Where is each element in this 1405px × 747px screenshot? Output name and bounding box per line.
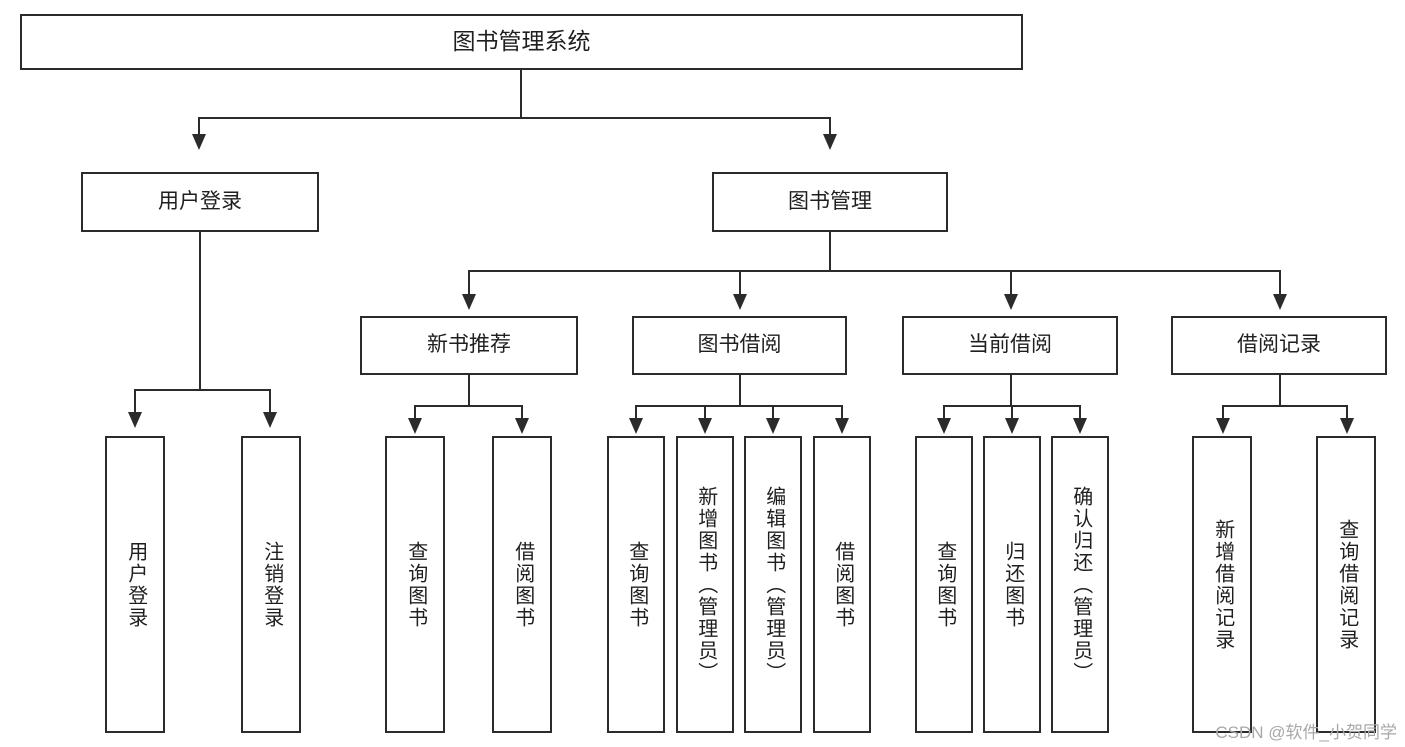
node-new-book-rec[interactable]: 新书推荐 — [360, 316, 578, 375]
node-book-borrow[interactable]: 图书借阅 — [632, 316, 847, 375]
leaf-borrowrecord-query[interactable]: 查询借阅记录 — [1316, 436, 1376, 733]
node-label: 用户登录 — [124, 540, 147, 629]
node-user-login[interactable]: 用户登录 — [81, 172, 319, 232]
connector-to-leaf-user-login — [134, 389, 136, 417]
connector-br-bus — [1222, 405, 1348, 407]
node-current-borrow[interactable]: 当前借阅 — [902, 316, 1118, 375]
leaf-user-login[interactable]: 用户登录 — [105, 436, 165, 733]
connector-nbr-stem — [468, 375, 470, 406]
connector-br-stem — [1279, 375, 1281, 406]
node-label: 新书推荐 — [427, 333, 511, 357]
node-borrow-record[interactable]: 借阅记录 — [1171, 316, 1387, 375]
node-label: 查询图书 — [933, 540, 956, 629]
connector-to-leaf-br-query — [1346, 405, 1348, 422]
connector-user-login-bus — [134, 389, 271, 391]
node-label: 新增借阅记录 — [1211, 518, 1234, 651]
node-label: 图书管理系统 — [452, 28, 591, 55]
leaf-bookborrow-borrow[interactable]: 借阅图书 — [813, 436, 871, 733]
arrowhead-leaf-br-query — [1340, 418, 1354, 434]
leaf-newbook-borrow[interactable]: 借阅图书 — [492, 436, 552, 733]
node-label: 借阅记录 — [1237, 333, 1321, 357]
node-label: 用户登录 — [158, 189, 242, 213]
leaf-bookborrow-query[interactable]: 查询图书 — [607, 436, 665, 733]
connector-to-leaf-bb-add — [704, 405, 706, 422]
node-label: 编辑图书（管理员） — [762, 485, 785, 684]
arrowhead-leaf-bb-add — [698, 418, 712, 434]
connector-to-new-book-rec — [468, 270, 470, 298]
leaf-user-logout[interactable]: 注销登录 — [241, 436, 301, 733]
arrowhead-leaf-nbr-query — [408, 418, 422, 434]
leaf-currentborrow-query[interactable]: 查询图书 — [915, 436, 973, 733]
node-label: 归还图书 — [1001, 540, 1024, 629]
connector-user-login-stem — [199, 232, 201, 390]
connector-to-book-borrow — [739, 270, 741, 298]
arrowhead-leaf-br-add — [1216, 418, 1230, 434]
node-label: 查询图书 — [404, 540, 427, 629]
node-label: 新增图书（管理员） — [694, 485, 717, 684]
node-label: 借阅图书 — [831, 540, 854, 629]
connector-to-leaf-br-add — [1222, 405, 1224, 422]
connector-level1-bus — [198, 117, 831, 119]
connector-to-leaf-cb-return — [1011, 405, 1013, 422]
node-book-manage[interactable]: 图书管理 — [712, 172, 948, 232]
arrowhead-leaf-user-login — [128, 412, 142, 428]
arrowhead-leaf-nbr-borrow — [515, 418, 529, 434]
arrowhead-current-borrow — [1004, 294, 1018, 310]
node-label: 确认归还（管理员） — [1069, 485, 1092, 684]
leaf-currentborrow-confirm[interactable]: 确认归还（管理员） — [1051, 436, 1109, 733]
leaf-borrowrecord-add[interactable]: 新增借阅记录 — [1192, 436, 1252, 733]
connector-cb-stem — [1010, 375, 1012, 406]
arrowhead-leaf-user-logout — [263, 412, 277, 428]
node-label: 查询借阅记录 — [1335, 518, 1358, 651]
connector-to-leaf-nbr-query — [414, 405, 416, 422]
connector-to-leaf-bb-edit — [772, 405, 774, 422]
arrowhead-leaf-cb-confirm — [1073, 418, 1087, 434]
node-label: 借阅图书 — [511, 540, 534, 629]
leaf-bookborrow-add[interactable]: 新增图书（管理员） — [676, 436, 734, 733]
connector-root-stem — [520, 70, 522, 118]
leaf-bookborrow-edit[interactable]: 编辑图书（管理员） — [744, 436, 802, 733]
connector-to-book-manage — [829, 117, 831, 139]
connector-to-leaf-nbr-borrow — [521, 405, 523, 422]
arrowhead-book-borrow — [733, 294, 747, 310]
connector-bb-bus — [635, 405, 843, 407]
node-label: 当前借阅 — [968, 333, 1052, 357]
connector-to-current-borrow — [1010, 270, 1012, 298]
connector-to-user-login — [198, 117, 200, 139]
connector-to-leaf-user-logout — [269, 389, 271, 417]
arrowhead-new-book-rec — [462, 294, 476, 310]
connector-to-leaf-cb-confirm — [1079, 405, 1081, 422]
node-label: 查询图书 — [625, 540, 648, 629]
arrowhead-leaf-bb-borrow — [835, 418, 849, 434]
node-label: 注销登录 — [260, 540, 283, 629]
connector-bb-stem — [739, 375, 741, 406]
node-label: 图书借阅 — [697, 333, 782, 357]
arrowhead-leaf-cb-query — [937, 418, 951, 434]
connector-to-leaf-cb-query — [943, 405, 945, 422]
node-label: 图书管理 — [788, 189, 872, 213]
arrowhead-leaf-cb-return — [1005, 418, 1019, 434]
connector-to-leaf-bb-query — [635, 405, 637, 422]
leaf-currentborrow-return[interactable]: 归还图书 — [983, 436, 1041, 733]
arrowhead-leaf-bb-edit — [766, 418, 780, 434]
node-root-system[interactable]: 图书管理系统 — [20, 14, 1023, 70]
arrowhead-book-manage — [823, 134, 837, 150]
connector-nbr-bus — [414, 405, 523, 407]
connector-to-leaf-bb-borrow — [841, 405, 843, 422]
arrowhead-borrow-record — [1273, 294, 1287, 310]
arrowhead-leaf-bb-query — [629, 418, 643, 434]
connector-to-borrow-record — [1279, 270, 1281, 298]
connector-level2-bus — [468, 270, 1280, 272]
arrowhead-user-login — [192, 134, 206, 150]
connector-book-manage-stem — [829, 232, 831, 271]
leaf-newbook-query[interactable]: 查询图书 — [385, 436, 445, 733]
